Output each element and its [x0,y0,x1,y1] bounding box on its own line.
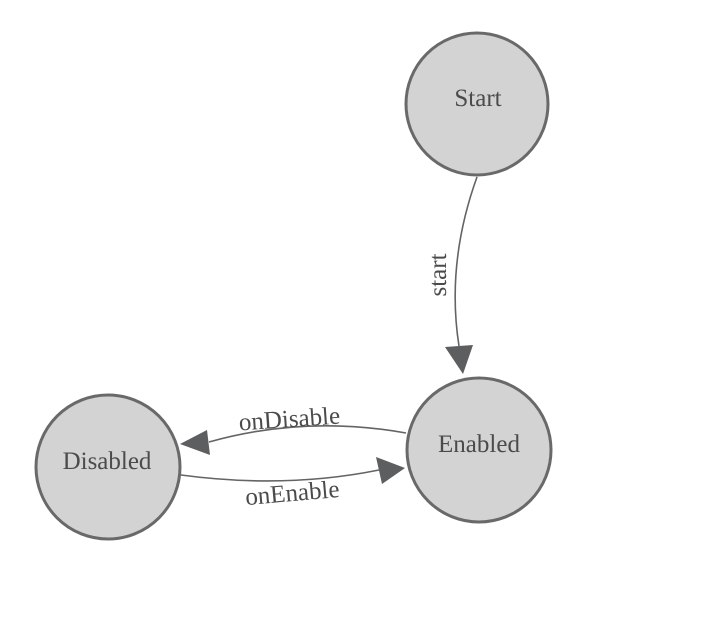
arrowhead-right-icon [376,457,405,484]
edge-enabled-to-disabled: onDisable [180,403,407,455]
enabled-node-circle [405,376,553,524]
node-start: Start [404,31,550,177]
start-node-label: Start [454,85,501,112]
edge-label-ondisable: onDisable [238,403,341,437]
edge-line-onenable [180,469,380,482]
edge-label-start: start [425,253,452,296]
disabled-node-label: Disabled [63,448,152,475]
node-enabled: Enabled [405,376,553,524]
edge-disabled-to-enabled: onEnable [180,457,405,511]
edge-line-ondisable [208,425,407,443]
edge-line-start [454,176,478,347]
arrowhead-down-icon [445,345,473,374]
disabled-node-circle [34,393,182,541]
arrowhead-left-icon [180,430,210,455]
node-disabled: Disabled [34,393,182,541]
edge-start-to-enabled: start [425,176,478,374]
enabled-node-label: Enabled [438,431,520,458]
start-node-circle [404,31,550,177]
